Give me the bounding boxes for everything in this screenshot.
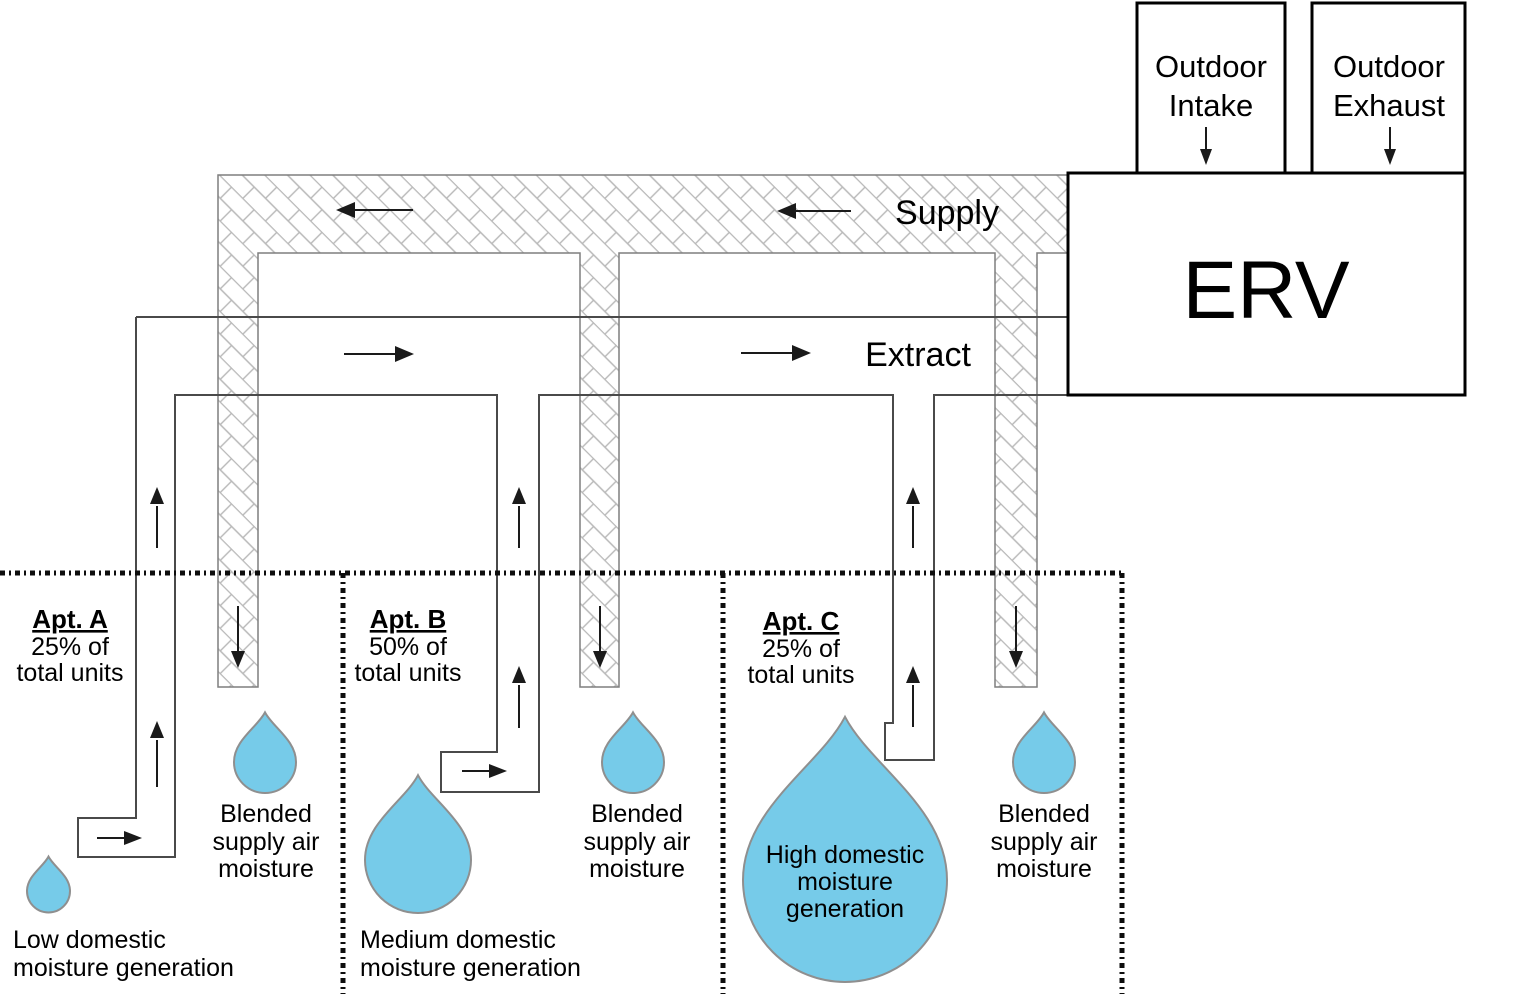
apt-b-share-line2: total units [354,659,461,687]
apt-c-share-line2: total units [747,661,854,689]
outdoor-exhaust-down-arrow [1384,127,1396,165]
apt-a-name: Apt. A [32,604,108,634]
apt-b-generation-line1: Medium domestic [360,926,556,954]
droplet-blended-apt-b [600,710,666,794]
outdoor-exhaust-label-line2: Exhaust [1333,88,1445,123]
droplet-low-moisture-apt-a [25,854,72,914]
apt-b-generation-line2: moisture generation [360,954,581,982]
supply-label: Supply [895,194,999,232]
outdoor-intake-down-arrow [1200,127,1212,165]
apt-c-blended-line1: Blended [998,800,1090,828]
outdoor-exhaust-label-line1: Outdoor [1333,49,1445,84]
apt-b-blended-line1: Blended [591,800,683,828]
apt-c-share-line1: 25% of [762,635,840,663]
droplet-high-moisture-apt-c [741,714,949,983]
erv-box [1066,171,1467,397]
apt-c-blended-line3: moisture [996,855,1092,883]
apt-b-share-line1: 50% of [369,633,447,661]
supply-drop-arrow-apt-a [231,606,245,668]
extract-duct-contour [77,317,1068,858]
extract-rise-arrow-apt-a-upper [150,487,164,548]
extract-rise-arrow-apt-b-lower [512,666,526,728]
apt-a-share-line2: total units [16,659,123,687]
apt-a-share-line1: 25% of [31,633,109,661]
erv-label: ERV [1182,245,1349,336]
apt-b-blended-line3: moisture [589,855,685,883]
apt-c-generation-line3: generation [786,895,904,923]
supply-duct-hatched [217,174,1071,688]
supply-drop-arrow-apt-c [1009,606,1023,668]
apt-c-name: Apt. C [763,606,840,636]
apt-a-generation-line2: moisture generation [13,954,234,982]
extract-rise-arrow-apt-c-upper [906,487,920,548]
extract-inlet-arrow-apt-a [97,831,142,845]
extract-flow-arrow-1 [344,346,414,362]
outdoor-intake-label-line2: Intake [1169,88,1253,123]
supply-flow-arrow-2 [777,203,851,219]
supply-flow-arrow-1 [336,202,413,218]
apt-c-blended-line2: supply air [991,828,1098,856]
apt-a-blended-line1: Blended [220,800,312,828]
extract-flow-arrow-2 [741,345,811,361]
extract-rise-arrow-apt-a-lower [150,721,164,787]
droplet-blended-apt-c [1011,710,1077,794]
apt-a-generation-line1: Low domestic [13,926,166,954]
apt-c-generation-line2: moisture [797,868,893,896]
extract-rise-arrow-apt-c-lower [906,666,920,727]
droplet-blended-apt-a [232,710,298,794]
apt-a-blended-line2: supply air [213,828,320,856]
apt-b-blended-line2: supply air [584,828,691,856]
extract-rise-arrow-apt-b-upper [512,487,526,548]
apt-b-name: Apt. B [370,604,447,634]
extract-label: Extract [865,336,971,374]
apt-a-blended-line3: moisture [218,855,314,883]
droplet-medium-moisture-apt-b [363,773,473,914]
supply-drop-arrow-apt-b [593,606,607,668]
extract-inlet-arrow-apt-b [462,764,507,778]
apt-c-generation-line1: High domestic [766,841,924,869]
outdoor-intake-label-line1: Outdoor [1155,49,1267,84]
